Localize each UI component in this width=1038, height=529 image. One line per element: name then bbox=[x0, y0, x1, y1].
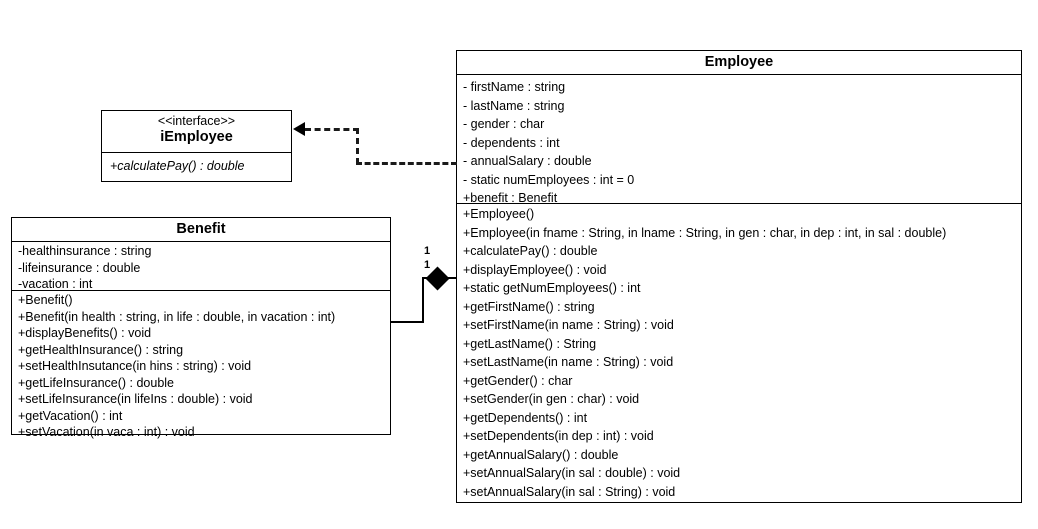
realization-line-segment-horizontal-lower bbox=[356, 162, 457, 165]
attribute-row: - firstName : string bbox=[463, 80, 566, 94]
attributes-compartment-benefit: -healthinsurance : string -lifeinsurance… bbox=[12, 242, 390, 291]
operation-row: +setLastName(in name : String) : void bbox=[463, 355, 674, 369]
operations-compartment-benefit: +Benefit() +Benefit(in health : string, … bbox=[12, 291, 390, 443]
composition-line-segment-horizontal-lower bbox=[391, 321, 424, 323]
operation-row: +setDependents(in dep : int) : void bbox=[463, 429, 654, 443]
interface-stereotype: <<interface>> bbox=[157, 114, 236, 128]
composition-line-segment-vertical bbox=[422, 278, 424, 323]
operation-row: +calculatePay() : double bbox=[110, 159, 245, 173]
class-name-employee: Employee bbox=[704, 54, 774, 70]
realization-line-segment-vertical bbox=[356, 128, 359, 164]
multiplicity-label-target: 1 bbox=[424, 259, 431, 271]
attribute-row: - dependents : int bbox=[463, 135, 560, 150]
attribute-row: - lastName : string bbox=[463, 98, 565, 113]
attribute-row: -healthinsurance : string bbox=[18, 244, 152, 258]
operation-row: +setHealthInsutance(in hins : string) : … bbox=[18, 359, 252, 373]
operation-row: +setFirstName(in name : String) : void bbox=[463, 318, 674, 332]
operation-row: +setVacation(in vaca : int) : void bbox=[18, 425, 195, 439]
class-name-benefit: Benefit bbox=[176, 221, 226, 237]
realization-line-segment-horizontal-upper bbox=[305, 128, 359, 131]
attributes-compartment-employee: - firstName : string - lastName : string… bbox=[457, 75, 1021, 205]
multiplicity-label-source: 1 bbox=[424, 245, 431, 257]
attribute-row: - annualSalary : double bbox=[463, 154, 592, 168]
operation-row: +getHealthInsurance() : string bbox=[18, 342, 184, 357]
operation-row: +getLastName() : String bbox=[463, 336, 597, 351]
operation-row: +static getNumEmployees() : int bbox=[463, 281, 641, 295]
attribute-row: -vacation : int bbox=[18, 277, 93, 291]
operation-row: +displayEmployee() : void bbox=[463, 262, 607, 277]
operation-row: +setAnnualSalary(in sal : double) : void bbox=[463, 466, 681, 480]
operation-row: +setAnnualSalary(in sal : String) : void bbox=[463, 484, 676, 499]
operation-row: +setLifeInsurance(in lifeIns : double) :… bbox=[18, 392, 253, 406]
interface-box-iemployee[interactable]: <<interface>> iEmployee +calculatePay() … bbox=[101, 110, 292, 182]
operation-row: +getFirstName() : string bbox=[463, 299, 595, 314]
operation-row: +getGender() : char bbox=[463, 373, 573, 388]
operation-row: +Benefit() bbox=[18, 293, 73, 307]
class-box-benefit[interactable]: Benefit -healthinsurance : string -lifei… bbox=[11, 217, 391, 439]
class-title-benefit: Benefit bbox=[12, 218, 390, 242]
operation-row: +getLifeInsurance() : double bbox=[18, 375, 175, 390]
interface-title-iemployee: <<interface>> iEmployee bbox=[102, 111, 291, 153]
class-box-employee[interactable]: Employee - firstName : string - lastName… bbox=[456, 50, 1022, 503]
operation-row: +Benefit(in health : string, in life : d… bbox=[18, 309, 336, 324]
operation-row: +displayBenefits() : void bbox=[18, 326, 152, 340]
attribute-row: -lifeinsurance : double bbox=[18, 260, 141, 275]
operation-row: +calculatePay() : double bbox=[463, 244, 598, 258]
attribute-row: - static numEmployees : int = 0 bbox=[463, 172, 635, 187]
operation-row: +getAnnualSalary() : double bbox=[463, 447, 619, 462]
class-title-employee: Employee bbox=[457, 51, 1021, 75]
operation-row: +Employee() bbox=[463, 207, 535, 221]
attribute-row: - gender : char bbox=[463, 117, 545, 131]
interface-name-iemployee: iEmployee bbox=[160, 129, 233, 145]
realization-arrowhead-icon bbox=[293, 122, 305, 136]
operation-row: +getVacation() : int bbox=[18, 408, 123, 423]
operations-compartment-iemployee: +calculatePay() : double bbox=[102, 153, 291, 176]
operations-compartment-employee: +Employee() +Employee(in fname : String,… bbox=[457, 204, 1021, 503]
operation-row: +getDependents() : int bbox=[463, 410, 588, 425]
operation-row: +Employee(in fname : String, in lname : … bbox=[463, 225, 947, 240]
attribute-row: +benefit : Benefit bbox=[463, 191, 558, 205]
operation-row: +setGender(in gen : char) : void bbox=[463, 392, 640, 406]
